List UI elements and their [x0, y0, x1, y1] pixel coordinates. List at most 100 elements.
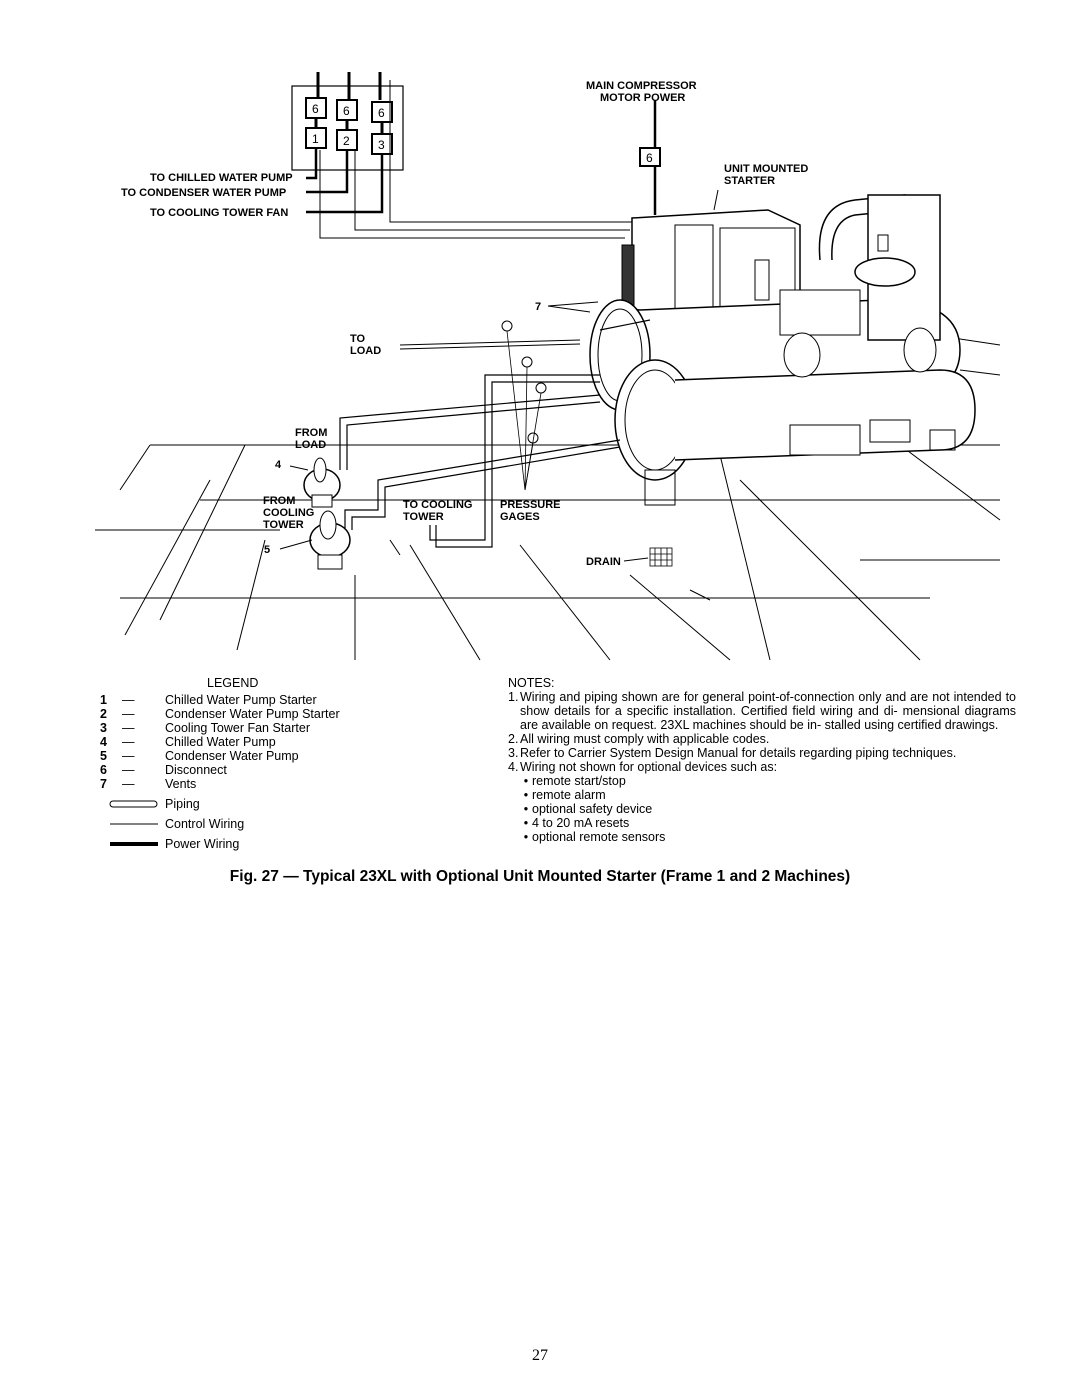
- legend-text: Condenser Water Pump Starter: [165, 707, 340, 721]
- legend-num: 3: [100, 721, 107, 735]
- legend-dash: —: [122, 749, 135, 763]
- compressor-disconnect-label: 6: [646, 151, 653, 165]
- box-label-2: 2: [343, 134, 350, 148]
- drain-grate: [649, 547, 673, 567]
- bullet-item: •remote alarm: [523, 788, 606, 802]
- legend-text: Chilled Water Pump Starter: [165, 693, 317, 707]
- legend-item: 1 — Chilled Water Pump Starter: [100, 693, 500, 707]
- legend-num: 5: [100, 749, 107, 763]
- bullet-item: •optional remote sensors: [523, 830, 666, 844]
- bullet-text: remote start/stop: [532, 774, 626, 788]
- label-to-cooling-tower-fan: TO COOLING TOWER FAN: [150, 207, 288, 219]
- label-to-cooling-tower-2: TOWER: [403, 511, 444, 523]
- chiller-unit: [589, 194, 976, 506]
- note-num: 3.: [508, 746, 519, 760]
- note-item: 2.All wiring must comply with applicable…: [508, 732, 1016, 746]
- legend-text: Cooling Tower Fan Starter: [165, 721, 310, 735]
- control-wiring-symbol: [110, 823, 158, 825]
- control-wiring: [319, 80, 635, 350]
- box-label-6a: 6: [312, 102, 319, 116]
- label-unit-mounted: UNIT MOUNTED: [724, 163, 808, 175]
- label-to-cooling-tower-1: TO COOLING: [403, 499, 472, 511]
- note-num: 4.: [508, 760, 519, 774]
- chiller-installation-figure: 6 6 6 1 2 3 6: [95, 72, 1001, 661]
- label-main-compressor: MAIN COMPRESSOR: [586, 80, 697, 92]
- label-drain: DRAIN: [586, 556, 621, 568]
- note-item: 3.Refer to Carrier System Design Manual …: [508, 746, 1016, 760]
- label-load: LOAD: [350, 345, 381, 357]
- legend-item: 4 — Chilled Water Pump: [100, 735, 500, 749]
- label-to-condenser-water-pump: TO CONDENSER WATER PUMP: [121, 187, 286, 199]
- legend-dash: —: [122, 707, 135, 721]
- figure-caption: Fig. 27 — Typical 23XL with Optional Uni…: [229, 868, 851, 885]
- legend-num: 4: [100, 735, 107, 749]
- starter-panel: 6 6 6 1 2 3: [291, 72, 404, 171]
- note-item: 4.Wiring not shown for optional devices …: [508, 760, 1016, 774]
- legend-text: Condenser Water Pump: [165, 749, 299, 763]
- label-from-cooling-3: TOWER: [263, 519, 304, 531]
- pump-4: [303, 457, 341, 508]
- box-label-6c: 6: [378, 106, 385, 120]
- legend-item: 5 — Condenser Water Pump: [100, 749, 500, 763]
- pump-5: [309, 510, 351, 570]
- box-label-6b: 6: [343, 104, 350, 118]
- label-to-chilled-water-pump: TO CHILLED WATER PUMP: [150, 172, 293, 184]
- bullet-item: •4 to 20 mA resets: [523, 816, 630, 830]
- legend-text: Vents: [165, 777, 197, 791]
- power-wiring: [306, 100, 657, 215]
- note-bullets: •remote start/stop •remote alarm •option…: [520, 774, 1016, 844]
- floor-grid: [95, 329, 1001, 661]
- legend-piping: Piping: [100, 797, 500, 811]
- legend-dash: —: [122, 763, 135, 777]
- note-item: 1.Wiring and piping shown are for genera…: [508, 690, 1016, 732]
- bullet-text: optional safety device: [532, 802, 653, 816]
- legend-item: 7 — Vents: [100, 777, 500, 791]
- label-gages: GAGES: [500, 511, 540, 523]
- gage-leaders: [506, 330, 542, 491]
- note-num: 1.: [508, 690, 519, 704]
- box-label-3: 3: [378, 138, 385, 152]
- label-from-load: LOAD: [295, 439, 326, 451]
- legend-control-wiring: Control Wiring: [100, 817, 500, 831]
- legend-control-label: Control Wiring: [165, 817, 245, 831]
- legend-dash: —: [122, 721, 135, 735]
- note-text: All wiring must comply with applicable c…: [520, 732, 770, 746]
- legend-dash: —: [122, 735, 135, 749]
- notes: NOTES: 1.Wiring and piping shown are for…: [508, 676, 1016, 844]
- legend-item: 6—Disconnect: [100, 763, 500, 777]
- note-num: 2.: [508, 732, 519, 746]
- bullet-text: 4 to 20 mA resets: [532, 816, 630, 830]
- bullet-item: •remote start/stop: [523, 774, 626, 788]
- legend: LEGEND 1—Chilled Water Pump Starter 2—Co…: [100, 676, 500, 851]
- legend-dash: —: [122, 777, 135, 791]
- label-starter: STARTER: [724, 175, 775, 187]
- legend-item: 3 — Cooling Tower Fan Starter: [100, 721, 500, 735]
- page-number: 27: [532, 1347, 548, 1364]
- note-text: Refer to Carrier System Design Manual fo…: [520, 746, 957, 760]
- power-wiring-symbol: [110, 842, 158, 846]
- label-motor-power: MOTOR POWER: [600, 92, 685, 104]
- label-num-4: 4: [275, 459, 282, 471]
- pressure-gages: [501, 320, 547, 444]
- legend-item: 2—Condenser Water Pump Starter: [100, 707, 500, 721]
- label-from-cooling-2: COOLING: [263, 507, 314, 519]
- legend-power-wiring: Power Wiring: [100, 837, 500, 851]
- bullet-text: remote alarm: [532, 788, 606, 802]
- legend-piping-label: Piping: [165, 797, 200, 811]
- legend-num: 7: [100, 777, 107, 791]
- legend-power-label: Power Wiring: [165, 837, 240, 851]
- notes-title: NOTES:: [508, 676, 555, 690]
- legend-dash: —: [122, 693, 135, 707]
- label-to: TO: [350, 333, 366, 345]
- label-num-5: 5: [264, 544, 270, 556]
- legend-text: Chilled Water Pump: [165, 735, 276, 749]
- legend-num: 1: [100, 693, 107, 707]
- label-leaders: [279, 189, 719, 562]
- box-label-1: 1: [312, 132, 319, 146]
- piping-symbol: [109, 800, 158, 808]
- label-from-cooling-1: FROM: [263, 495, 295, 507]
- label-num-7: 7: [535, 301, 541, 313]
- legend-text: Disconnect: [165, 763, 227, 777]
- compressor-disconnect: [639, 147, 661, 167]
- bullet-text: optional remote sensors: [532, 830, 666, 844]
